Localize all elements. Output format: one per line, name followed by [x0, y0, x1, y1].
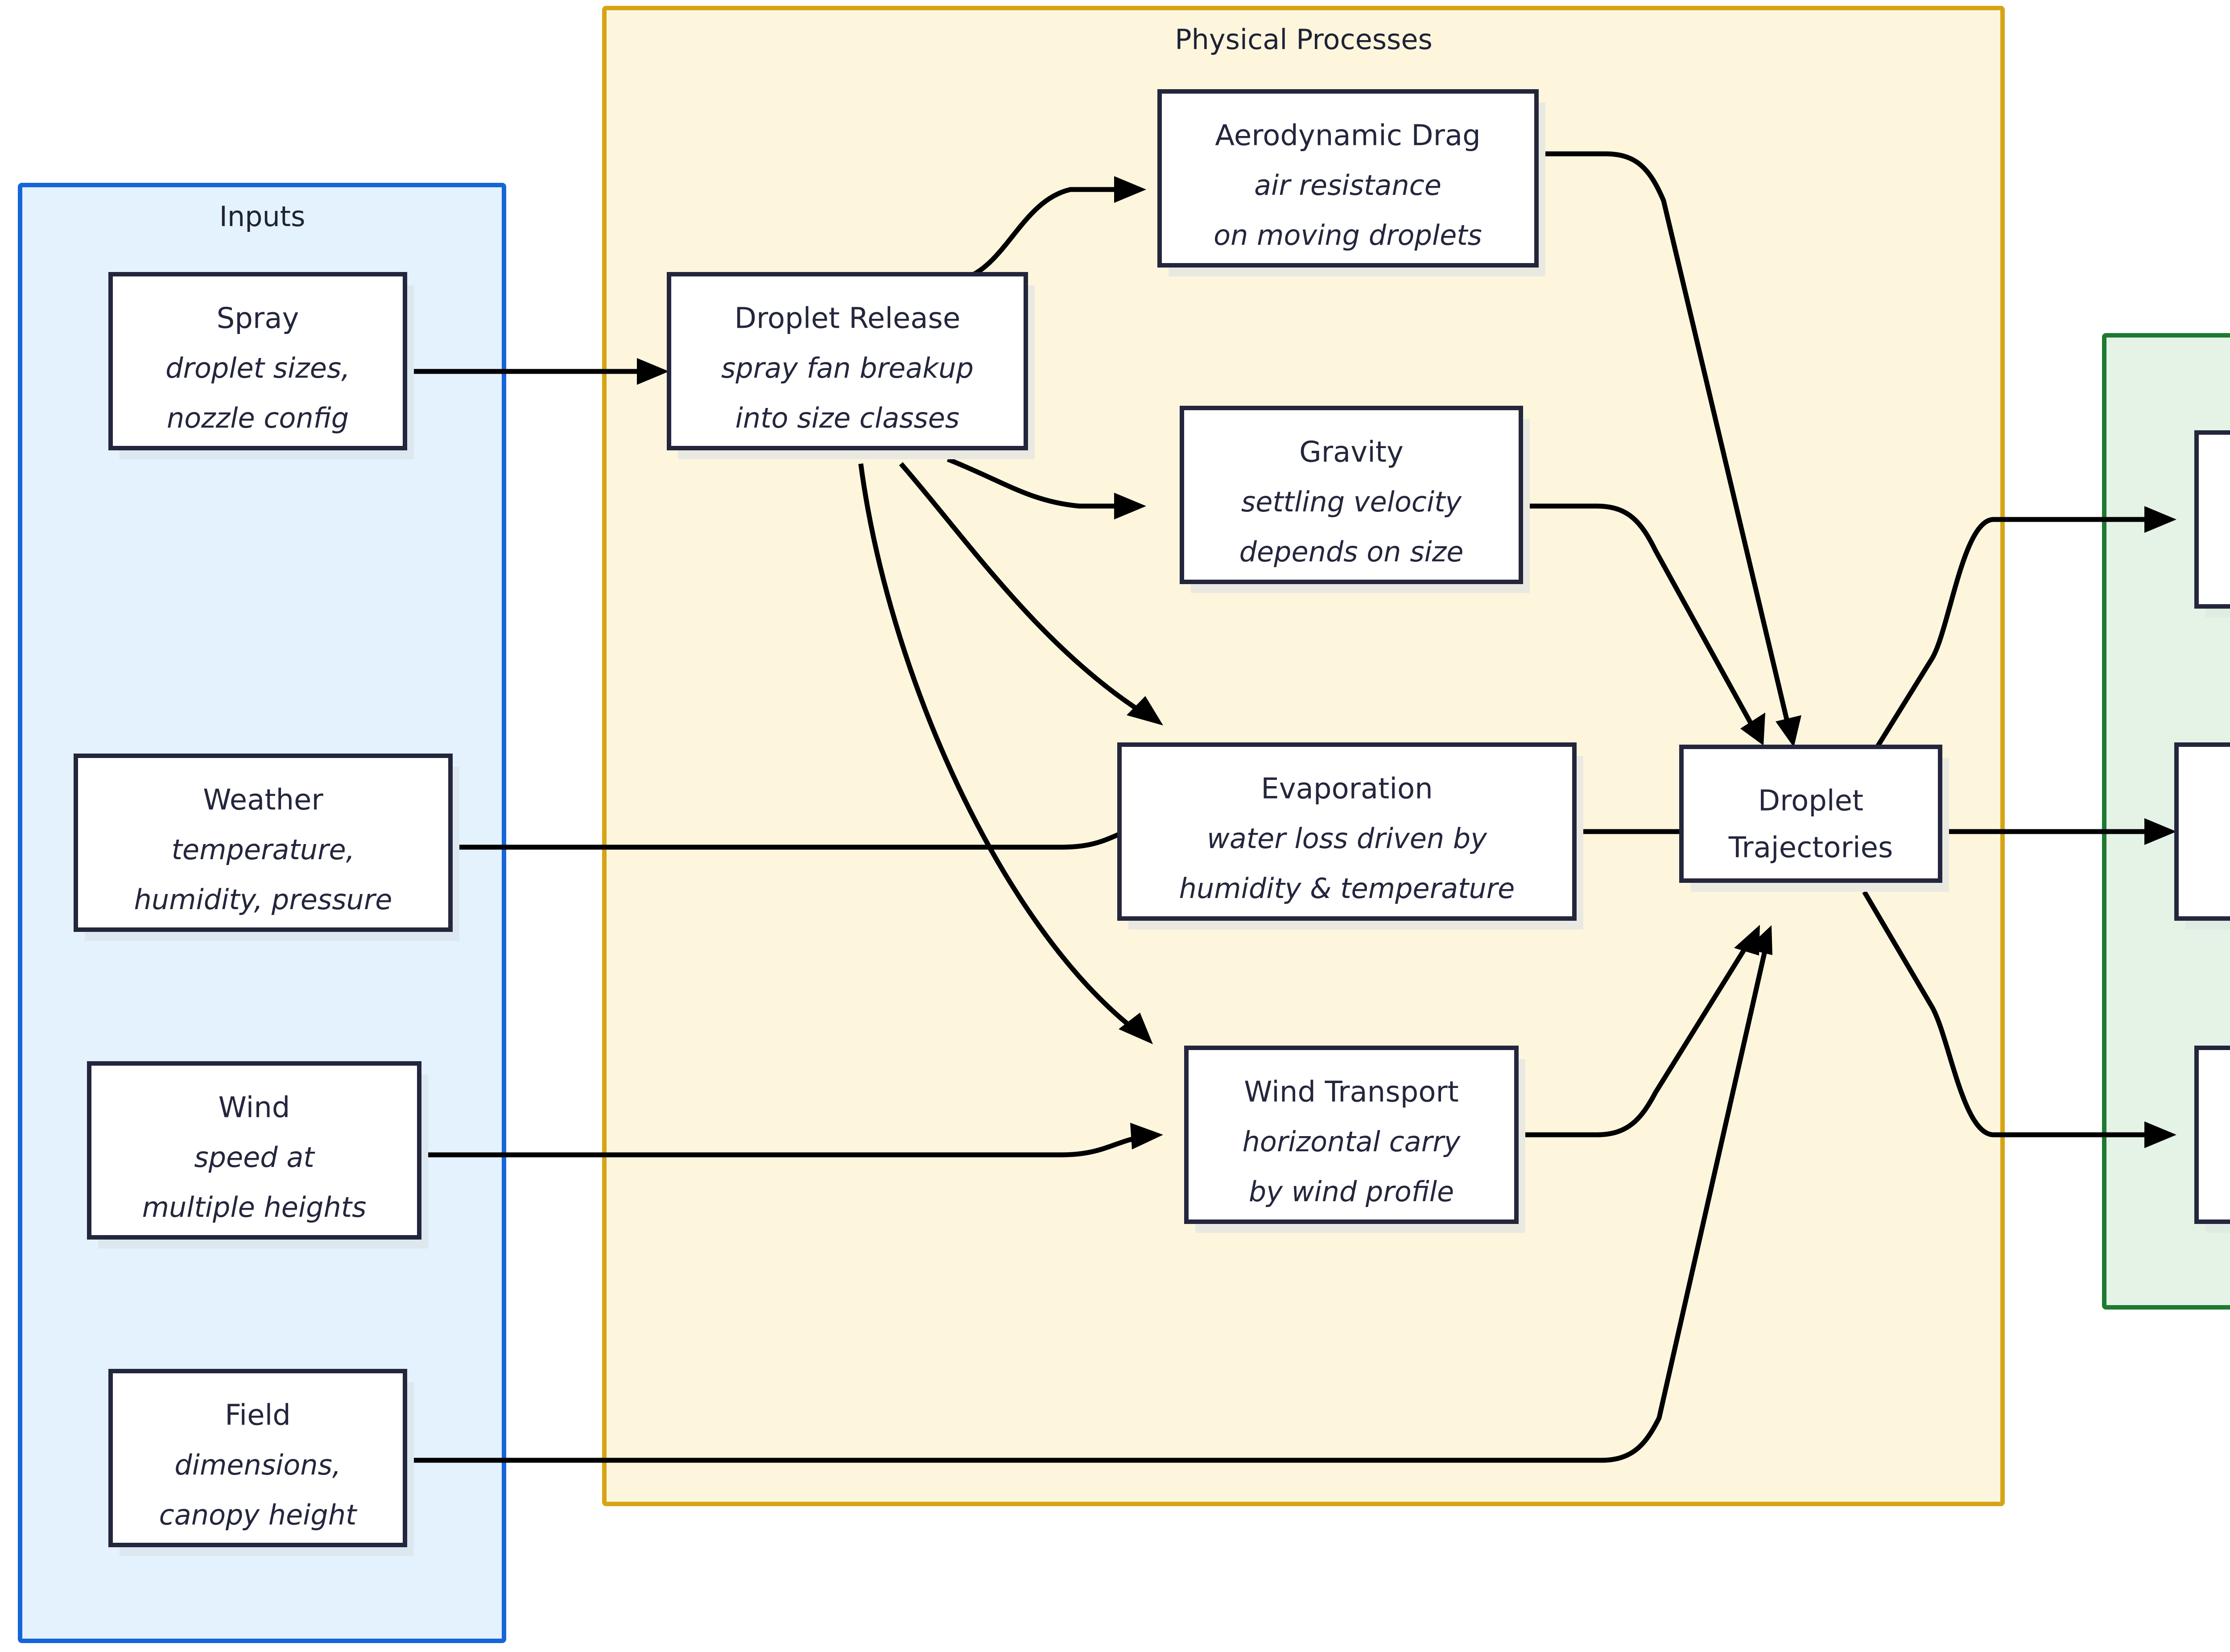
node-wind[interactable]: Wind speed at multiple heights	[87, 1061, 428, 1248]
node-airborne-drift-rect	[2174, 742, 2230, 921]
node-ground-deposition-rect	[2194, 430, 2230, 609]
edge-windtransport-to-trajectories	[1516, 925, 1760, 1137]
cluster-inputs-label: Inputs	[219, 200, 306, 233]
edge-release-to-windtransport	[858, 463, 1153, 1044]
edge-wind-to-windtransport	[421, 1123, 1163, 1158]
node-droplet-trajectories[interactable]: Droplet Trajectories	[1679, 745, 1949, 892]
node-spray-rect	[108, 272, 407, 450]
node-spray-sub2: nozzle config	[167, 402, 349, 434]
edge-spray-to-release	[404, 358, 669, 385]
node-wind-sub2: multiple heights	[142, 1191, 367, 1224]
node-weather[interactable]: Weather temperature, humidity, pressure	[74, 754, 459, 941]
node-droplet-release[interactable]: Droplet Release spray fan breakup into s…	[667, 272, 1035, 459]
node-gravity-sub1: settling velocity	[1241, 486, 1462, 518]
node-wind-rect	[87, 1061, 421, 1240]
edge-gravity-to-trajectories	[1521, 503, 1765, 746]
node-droplet-trajectories-title: Droplet	[1758, 785, 1863, 818]
node-gravity-rect	[1180, 406, 1523, 584]
node-wind-sub1: speed at	[194, 1141, 315, 1174]
edge-release-to-evaporation	[899, 462, 1163, 725]
edge-release-to-gravity	[946, 457, 1146, 519]
node-wind-transport-sub2: by wind profile	[1249, 1175, 1454, 1208]
node-evaporation-title: Evaporation	[1261, 773, 1433, 806]
node-gravity[interactable]: Gravity settling velocity depends on siz…	[1180, 406, 1530, 593]
node-droplet-release-sub1: spray fan breakup	[721, 352, 974, 384]
node-spray[interactable]: Spray droplet sizes, nozzle config	[108, 272, 414, 459]
node-droplet-trajectories-rect	[1679, 745, 1942, 883]
node-evaporation-sub1: water loss driven by	[1207, 822, 1487, 855]
edge-trajectories-to-massbalance	[1862, 890, 2176, 1148]
node-gravity-sub2: depends on size	[1239, 536, 1464, 568]
node-wind-transport[interactable]: Wind Transport horizontal carry by wind …	[1184, 1046, 1525, 1233]
node-gravity-title: Gravity	[1299, 436, 1404, 469]
node-wind-title: Wind	[219, 1092, 290, 1125]
node-evaporation-sub2: humidity & temperature	[1179, 872, 1515, 905]
node-mass-balance-rect	[2194, 1046, 2230, 1224]
node-droplet-trajectories-sub1: Trajectories	[1728, 832, 1893, 865]
node-aerodynamic-drag-sub1: air resistance	[1254, 169, 1441, 202]
node-field[interactable]: Field dimensions, canopy height	[108, 1369, 414, 1556]
node-weather-sub2: humidity, pressure	[134, 883, 392, 916]
node-ground-deposition[interactable]: Ground Deposition spray deposit vs downw…	[2194, 430, 2230, 618]
node-field-sub2: canopy height	[159, 1499, 358, 1531]
node-droplet-release-sub2: into size classes	[735, 402, 960, 434]
node-evaporation-rect	[1117, 742, 1577, 921]
node-aerodynamic-drag[interactable]: Aerodynamic Drag air resistance on movin…	[1157, 89, 1545, 276]
node-aerodynamic-drag-sub2: on moving droplets	[1214, 219, 1482, 251]
cluster-physical-processes-label: Physical Processes	[1175, 23, 1433, 56]
edge-trajectories-to-drift	[1940, 818, 2176, 845]
edge-drag-to-trajectories	[1536, 151, 1801, 747]
node-mass-balance[interactable]: Mass Balance on-field vs off-field spray…	[2194, 1046, 2230, 1233]
node-aerodynamic-drag-rect	[1157, 89, 1539, 268]
node-airborne-drift[interactable]: Airborne Drift vertical concentration at…	[2174, 742, 2230, 930]
node-spray-title: Spray	[217, 302, 299, 335]
node-aerodynamic-drag-title: Aerodynamic Drag	[1215, 119, 1480, 152]
node-field-sub1: dimensions,	[174, 1449, 341, 1481]
node-droplet-release-title: Droplet Release	[735, 302, 961, 335]
node-field-title: Field	[225, 1399, 291, 1432]
node-evaporation[interactable]: Evaporation water loss driven by humidit…	[1117, 742, 1583, 930]
node-weather-sub1: temperature,	[172, 833, 355, 866]
node-wind-transport-title: Wind Transport	[1244, 1076, 1459, 1109]
node-spray-sub1: droplet sizes,	[165, 352, 350, 384]
node-droplet-release-rect	[667, 272, 1028, 450]
node-field-rect	[108, 1369, 407, 1547]
node-wind-transport-rect	[1184, 1046, 1519, 1224]
node-weather-title: Weather	[203, 784, 323, 817]
node-weather-rect	[74, 754, 453, 932]
edge-trajectories-to-deposition	[1860, 506, 2176, 773]
edge-release-to-drag	[960, 176, 1146, 282]
node-wind-transport-sub1: horizontal carry	[1243, 1125, 1461, 1158]
